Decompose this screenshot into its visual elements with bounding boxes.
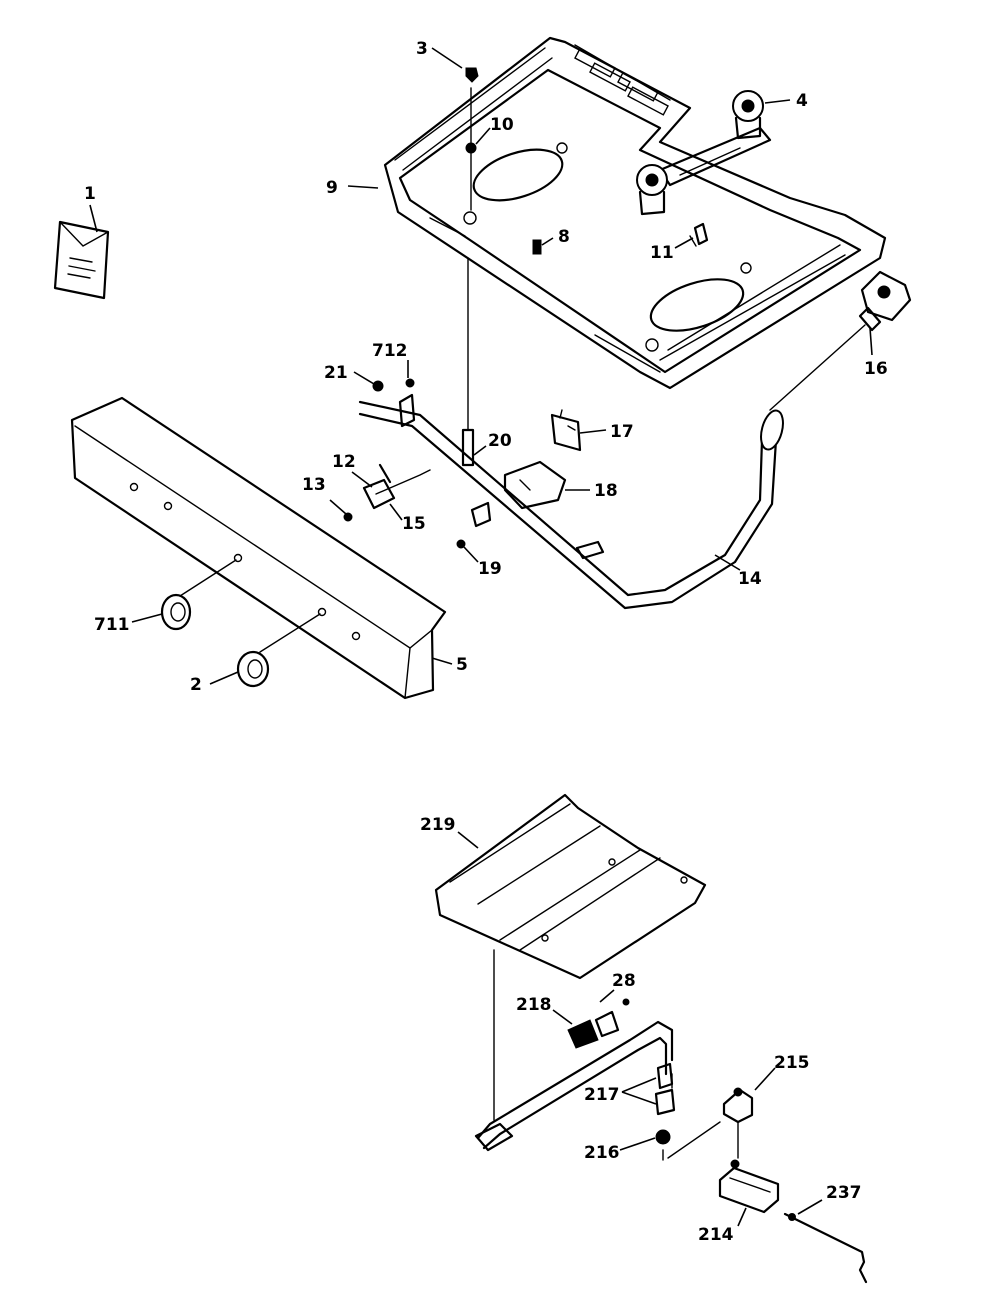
bracket-215 xyxy=(722,1087,754,1159)
callout-11: 11 xyxy=(650,243,674,263)
burner-valve-assembly xyxy=(636,90,772,216)
callout-712: 712 xyxy=(372,341,408,361)
callout-9: 9 xyxy=(326,178,338,198)
leader-lines xyxy=(89,47,873,1227)
callout-8: 8 xyxy=(558,227,570,247)
callout-214: 214 xyxy=(698,1225,734,1245)
screw-8 xyxy=(532,239,542,255)
callouts: 3 1 4 10 9 8 11 16 712 21 20 17 12 18 13… xyxy=(84,39,888,1245)
nut-216 xyxy=(655,1129,671,1161)
callout-28: 28 xyxy=(612,971,636,991)
safety-valve-214 xyxy=(718,1159,780,1214)
callout-18: 18 xyxy=(594,481,618,501)
callout-20: 20 xyxy=(488,431,512,451)
orifice-218 xyxy=(567,998,630,1049)
switch-18 xyxy=(503,460,567,510)
callout-15: 15 xyxy=(402,514,426,534)
literature-packet xyxy=(53,220,110,300)
callout-711: 711 xyxy=(94,615,130,635)
callout-218: 218 xyxy=(516,995,552,1015)
screw-21 xyxy=(372,380,384,392)
callout-19: 19 xyxy=(478,559,502,579)
callout-2: 2 xyxy=(190,675,202,695)
callout-13: 13 xyxy=(302,475,326,495)
screw-19 xyxy=(456,501,492,549)
control-panel xyxy=(70,396,447,700)
callout-14: 14 xyxy=(738,569,762,589)
oven-bottom-219 xyxy=(434,793,707,980)
callout-21: 21 xyxy=(324,363,348,383)
callout-3: 3 xyxy=(416,39,428,59)
callout-16: 16 xyxy=(864,359,888,379)
callout-219: 219 xyxy=(420,815,456,835)
manifold-pipe xyxy=(358,324,866,610)
callout-237: 237 xyxy=(826,1183,862,1203)
spring-clip-11 xyxy=(689,222,709,247)
callout-216: 216 xyxy=(584,1143,620,1163)
capillary-237 xyxy=(783,1212,868,1284)
knob-2 xyxy=(236,613,321,688)
burner-box xyxy=(383,36,887,390)
orifice-holder-15 xyxy=(362,463,431,510)
regulator-16 xyxy=(858,270,912,332)
screw-3 xyxy=(465,67,479,83)
callout-12: 12 xyxy=(332,452,356,472)
callout-10: 10 xyxy=(490,115,514,135)
screw-13 xyxy=(343,512,353,522)
callout-4: 4 xyxy=(796,91,808,111)
callout-5: 5 xyxy=(456,655,468,675)
connector-217 xyxy=(654,1062,676,1116)
bracket-17 xyxy=(550,409,582,452)
callout-217: 217 xyxy=(584,1085,620,1105)
bracket-712 xyxy=(398,378,416,428)
orifice-20 xyxy=(461,428,475,467)
oven-burner-pipe xyxy=(474,1020,674,1152)
callout-1: 1 xyxy=(84,184,96,204)
callout-17: 17 xyxy=(610,422,634,442)
knob-711 xyxy=(160,559,237,631)
callout-215: 215 xyxy=(774,1053,810,1073)
